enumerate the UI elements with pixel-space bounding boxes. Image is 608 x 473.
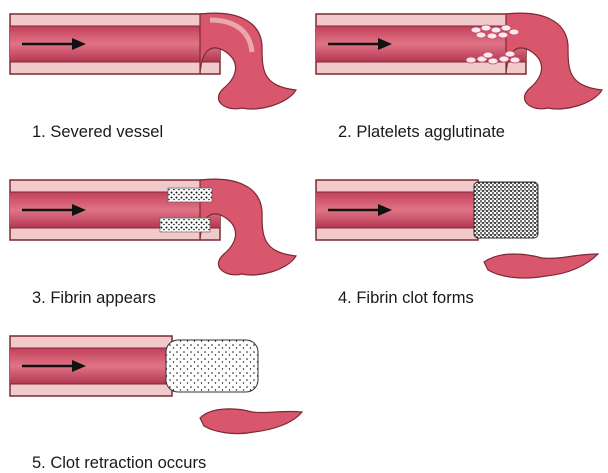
retracted-clot [166, 340, 258, 392]
fibrin-mesh-bottom [160, 218, 210, 232]
clot-retraction-illustration [0, 322, 300, 432]
caption-severed-vessel: 1. Severed vessel [32, 123, 163, 142]
caption-platelets-agglutinate: 2. Platelets agglutinate [338, 123, 505, 142]
platelets-illustration [306, 0, 606, 110]
panel-platelets-agglutinate: 2. Platelets agglutinate [306, 0, 606, 150]
fibrin-mesh-top [168, 188, 212, 202]
detached-flap [200, 409, 302, 434]
fibrin-clot [474, 182, 538, 238]
panel-fibrin-appears: 3. Fibrin appears [0, 166, 300, 316]
panel-fibrin-clot-forms: 4. Fibrin clot forms [306, 166, 606, 316]
severed-vessel-illustration [0, 0, 300, 110]
detached-flap [484, 254, 598, 278]
fibrin-clot-illustration [306, 166, 606, 276]
caption-fibrin-appears: 3. Fibrin appears [32, 289, 156, 308]
panel-clot-retraction: 5. Clot retraction occurs [0, 322, 300, 472]
caption-clot-retraction: 5. Clot retraction occurs [32, 454, 206, 473]
caption-fibrin-clot-forms: 4. Fibrin clot forms [338, 289, 474, 308]
panel-severed-vessel: 1. Severed vessel [0, 0, 300, 150]
fibrin-appears-illustration [0, 166, 300, 276]
